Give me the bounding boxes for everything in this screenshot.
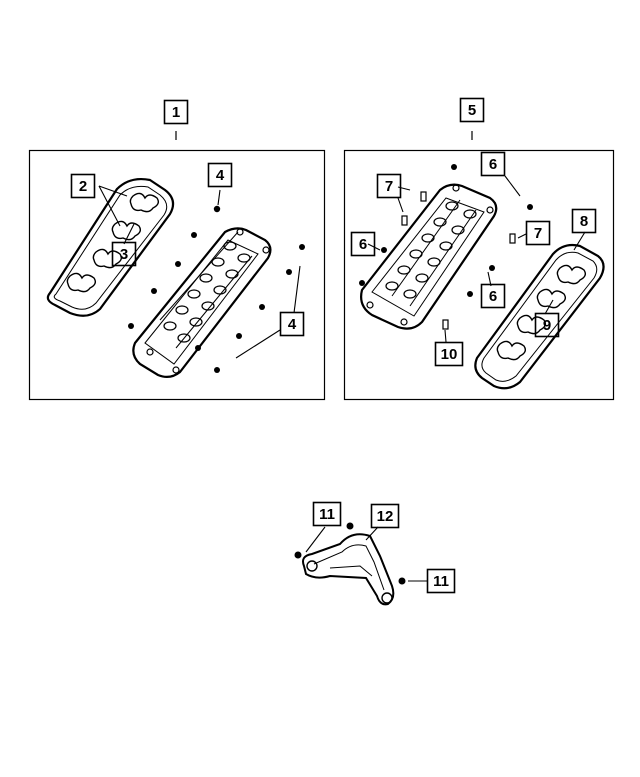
callout-label: 2 (79, 178, 87, 195)
callout-11-left: 11 (312, 501, 342, 527)
callout-4-top: 4 (207, 162, 233, 188)
callout-6-top: 6 (480, 151, 506, 177)
callout-label: 6 (359, 236, 367, 253)
bracket-assembly (302, 533, 395, 606)
callout-9: 9 (534, 312, 560, 338)
right-studs (401, 191, 516, 330)
callout-7-left: 7 (376, 173, 402, 199)
callout-label: 3 (120, 246, 128, 263)
right-valve-cover (360, 183, 498, 330)
leader-lines (98, 175, 586, 582)
callout-label: 4 (216, 167, 225, 184)
right-fasteners (359, 164, 533, 297)
callout-label: 7 (385, 178, 393, 195)
callout-6-mid: 6 (480, 283, 506, 309)
callout-7-right: 7 (525, 220, 551, 246)
callout-2: 2 (70, 173, 96, 199)
callout-4-bottom: 4 (279, 311, 305, 337)
left-fasteners (128, 205, 305, 373)
callout-label: 6 (489, 288, 497, 305)
bracket-nuts (294, 522, 406, 585)
callout-label: 8 (580, 213, 588, 230)
callout-label: 5 (468, 102, 476, 119)
callout-10: 10 (434, 341, 464, 367)
callout-label: 1 (172, 104, 180, 121)
callout-label: 10 (441, 346, 458, 363)
callout-label: 4 (288, 316, 297, 333)
left-assembly-frame (28, 149, 326, 401)
callout-label: 11 (319, 506, 335, 523)
callout-label: 9 (543, 317, 551, 334)
callout-8: 8 (571, 208, 597, 234)
right-assembly-frame (343, 149, 615, 401)
callout-1: 1 (163, 99, 189, 125)
callout-label: 11 (433, 573, 449, 590)
callout-6-left: 6 (350, 231, 376, 257)
right-valve-cover-gasket (474, 243, 605, 390)
callout-11-right: 11 (426, 568, 456, 594)
callout-5: 5 (459, 97, 485, 123)
left-valve-cover-gasket (46, 177, 175, 317)
callout-label: 7 (534, 225, 542, 242)
left-valve-cover (132, 227, 272, 379)
callout-3: 3 (111, 241, 137, 267)
callout-label: 12 (377, 508, 394, 525)
callout-12: 12 (370, 503, 400, 529)
callout-label: 6 (489, 156, 497, 173)
